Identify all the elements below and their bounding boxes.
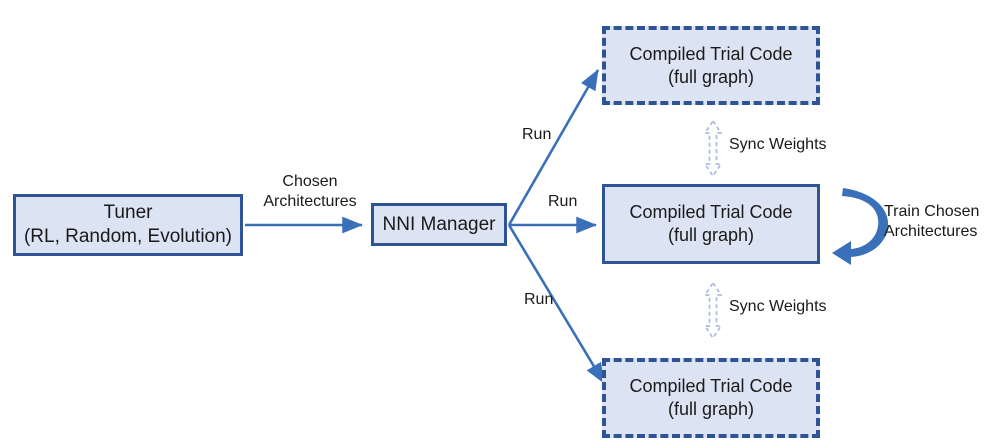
node-nni-manager[interactable]: NNI Manager bbox=[371, 203, 507, 246]
edge-label-chosen-architectures-line2: Architectures bbox=[263, 192, 357, 210]
edge-label-run-middle: Run bbox=[548, 193, 578, 210]
node-tuner[interactable]: Tuner (RL, Random, Evolution) bbox=[13, 194, 243, 256]
sync-weights-arrow-top bbox=[703, 119, 723, 178]
node-compiled-trial-code-bottom-line2: (full graph) bbox=[667, 399, 755, 419]
edge-label-train-chosen-architectures-line2: Architectures bbox=[884, 222, 978, 240]
node-compiled-trial-code-bottom[interactable]: Compiled Trial Code (full graph) bbox=[602, 358, 820, 438]
edge-label-run-bottom: Run bbox=[524, 291, 554, 308]
node-compiled-trial-code-top-line2: (full graph) bbox=[667, 66, 755, 87]
edge-label-train-chosen-architectures-line1: Train Chosen bbox=[884, 203, 980, 220]
node-compiled-trial-code-middle[interactable]: Compiled Trial Code (full graph) bbox=[602, 184, 820, 264]
node-tuner-line2: (RL, Random, Evolution) bbox=[23, 226, 233, 247]
edge-label-run-top: Run bbox=[522, 126, 552, 143]
node-compiled-trial-code-bottom-line1: Compiled Trial Code bbox=[629, 376, 793, 397]
edge-label-sync-weights-bottom: Sync Weights bbox=[729, 298, 827, 315]
node-tuner-line1: Tuner bbox=[103, 202, 153, 224]
edge-label-chosen-architectures: Chosen Architectures bbox=[258, 172, 362, 211]
node-compiled-trial-code-top[interactable]: Compiled Trial Code (full graph) bbox=[602, 26, 820, 105]
node-compiled-trial-code-middle-line2: (full graph) bbox=[667, 225, 755, 245]
train-loop-arrow bbox=[832, 188, 889, 265]
sync-weights-arrow-bottom bbox=[703, 281, 723, 340]
node-nni-manager-line1: NNI Manager bbox=[382, 213, 496, 235]
edge-label-chosen-architectures-line1: Chosen bbox=[282, 173, 338, 190]
edge-label-sync-weights-top: Sync Weights bbox=[729, 136, 827, 153]
node-compiled-trial-code-top-line1: Compiled Trial Code bbox=[629, 43, 793, 64]
node-compiled-trial-code-middle-line1: Compiled Trial Code bbox=[629, 202, 793, 223]
edge-label-train-chosen-architectures: Train Chosen Architectures bbox=[884, 202, 988, 241]
